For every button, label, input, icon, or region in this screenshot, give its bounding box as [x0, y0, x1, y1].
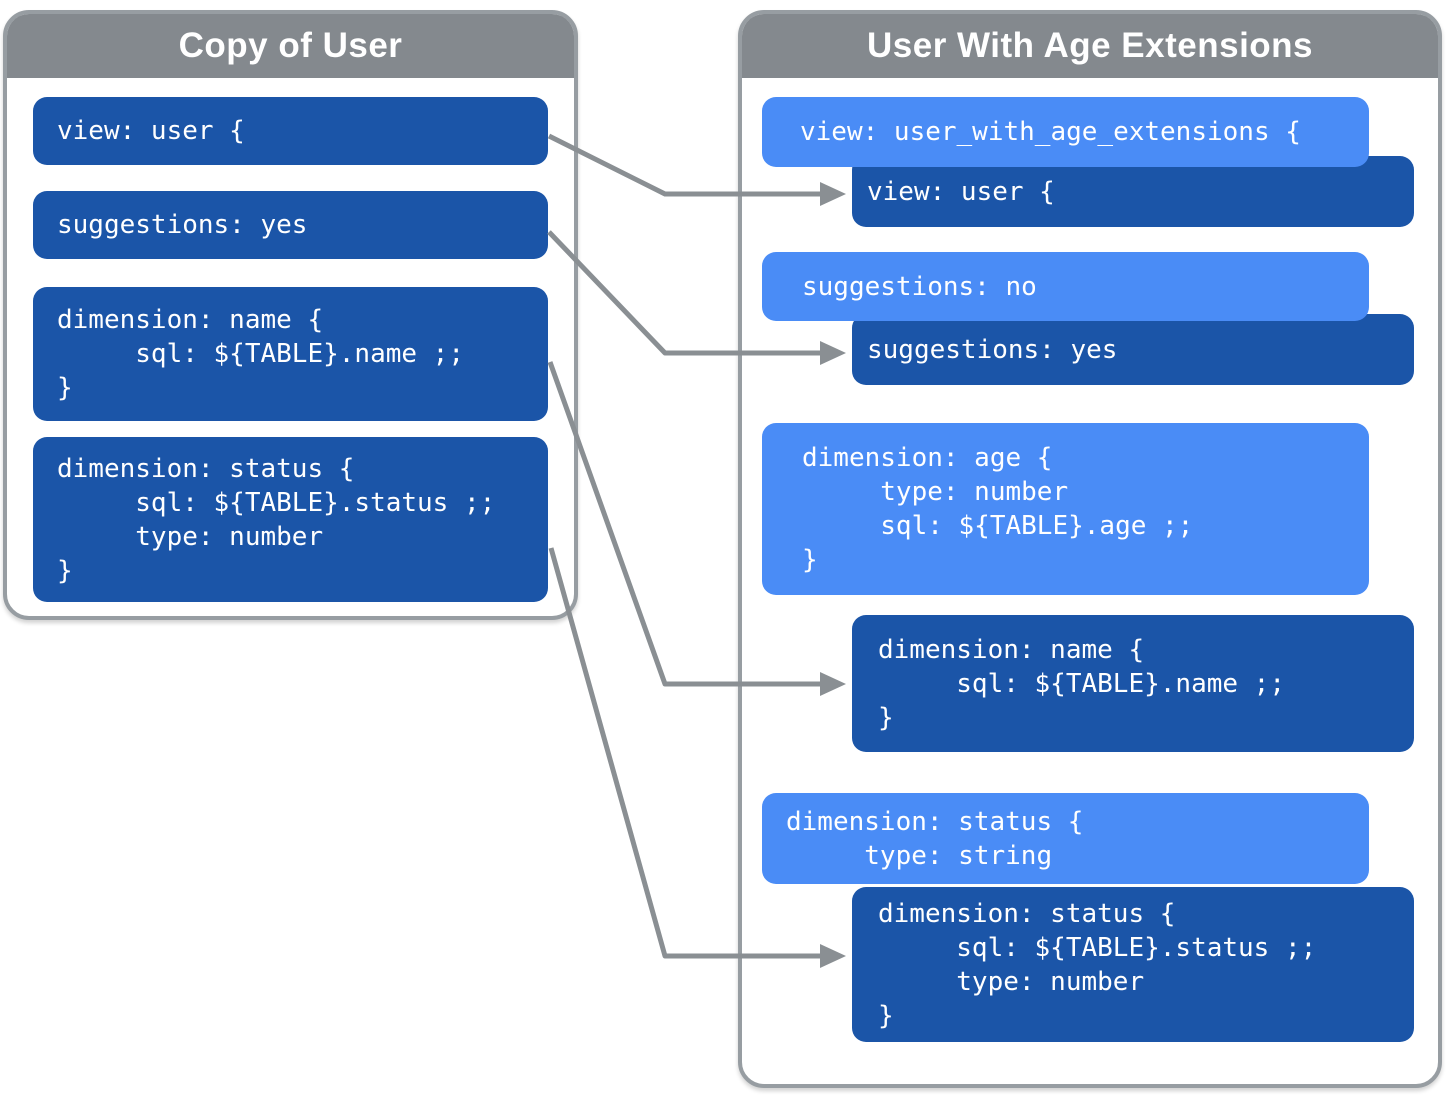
code-line: } [878, 1000, 894, 1031]
code-block-suggestions-no-override: suggestions: no [762, 252, 1369, 321]
code-line: dimension: status { [57, 453, 355, 484]
code-line: sql: ${TABLE}.status ;; [878, 932, 1317, 963]
panel-title-copy-of-user: Copy of User [7, 14, 574, 78]
code-line: view: user_with_age_extensions { [800, 117, 1301, 147]
code-line: sql: ${TABLE}.name ;; [878, 668, 1285, 699]
code-line: suggestions: no [802, 271, 1037, 302]
code-line: } [57, 555, 73, 586]
code-line: view: user { [57, 116, 245, 146]
code-line: } [57, 373, 73, 403]
code-line: type: number [802, 477, 1069, 507]
code-line: dimension: age { [802, 443, 1053, 473]
code-line: } [802, 545, 818, 575]
code-block-dimension-age: dimension: age { type: number sql: ${TAB… [762, 423, 1369, 595]
code-line: sql: ${TABLE}.name ;; [57, 339, 464, 369]
code-line: suggestions: yes [57, 210, 308, 240]
code-line: dimension: status { [786, 806, 1084, 837]
code-line: dimension: status { [878, 898, 1176, 929]
code-line: suggestions: yes [867, 334, 1118, 365]
code-block-dimension-name: dimension: name { sql: ${TABLE}.name ;; … [33, 287, 548, 421]
code-line: sql: ${TABLE}.status ;; [57, 487, 496, 518]
code-line: type: number [57, 521, 324, 552]
code-block-view-user-inherited: view: user { [852, 156, 1414, 227]
code-block-dimension-status-inherited: dimension: status { sql: ${TABLE}.status… [852, 887, 1414, 1042]
panel-title-user-with-age-extensions: User With Age Extensions [742, 14, 1438, 78]
code-block-dimension-status: dimension: status { sql: ${TABLE}.status… [33, 437, 548, 602]
code-block-dimension-status-override: dimension: status { type: string [762, 793, 1369, 884]
code-line: } [878, 702, 894, 733]
code-line: type: number [878, 966, 1145, 997]
code-block-view-extended: view: user_with_age_extensions { [762, 97, 1369, 167]
code-block-view-user: view: user { [33, 97, 548, 165]
panel-copy-of-user: Copy of User view: user { suggestions: y… [3, 10, 578, 620]
code-block-suggestions-yes: suggestions: yes [33, 191, 548, 259]
panel-user-with-age-extensions: User With Age Extensions view: user { vi… [738, 10, 1442, 1088]
code-line: dimension: name { [57, 305, 324, 335]
code-line: view: user { [867, 176, 1055, 207]
code-block-dimension-name-inherited: dimension: name { sql: ${TABLE}.name ;; … [852, 615, 1414, 752]
code-line: dimension: name { [878, 634, 1145, 665]
code-line: sql: ${TABLE}.age ;; [802, 511, 1194, 541]
code-block-suggestions-yes-inherited: suggestions: yes [852, 314, 1414, 385]
code-line: type: string [786, 840, 1053, 871]
